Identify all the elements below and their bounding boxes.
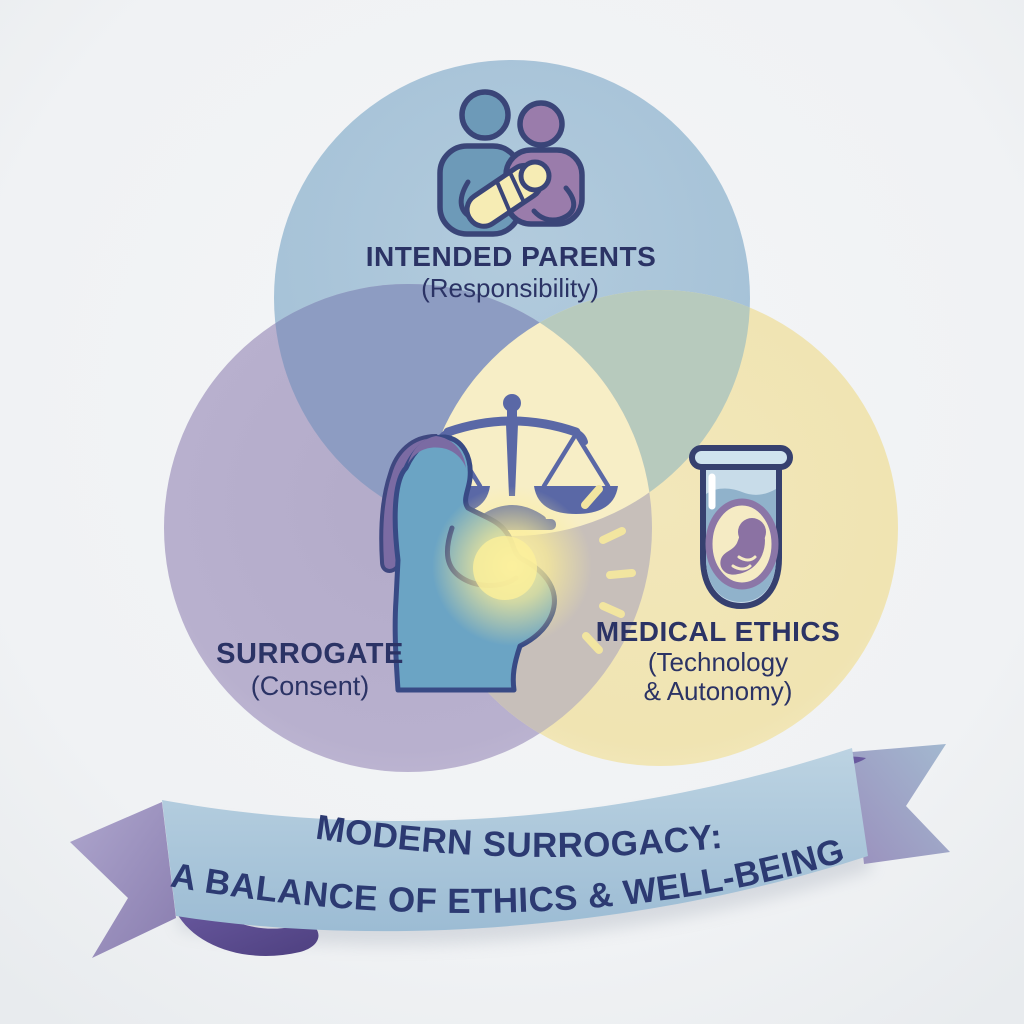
belly-glow-core bbox=[473, 536, 537, 600]
hair-fringe bbox=[408, 436, 466, 468]
overlap-center bbox=[422, 290, 652, 536]
parents-with-baby-icon bbox=[437, 89, 585, 237]
pregnant-woman-icon bbox=[379, 433, 636, 693]
fetus-limb-lines bbox=[731, 555, 757, 571]
sublabel-medical-ethics-2: & Autonomy) bbox=[644, 676, 793, 706]
ribbon-tail-right bbox=[852, 744, 950, 864]
ribbon-band bbox=[162, 748, 868, 932]
label-medical-ethics: MEDICAL ETHICS bbox=[596, 616, 841, 647]
ribbon-banner: MODERN SURROGACY: A BALANCE OF ETHICS & … bbox=[70, 744, 950, 958]
label-intended-parents: INTENDED PARENTS bbox=[366, 241, 657, 272]
ribbon-tail-left bbox=[70, 802, 176, 958]
tube-rim bbox=[689, 445, 793, 470]
label-surrogate: SURROGATE bbox=[216, 638, 404, 670]
test-tube-with-fetus-icon bbox=[689, 445, 793, 610]
fetus bbox=[720, 518, 766, 575]
glow-rays bbox=[581, 485, 636, 654]
sublabel-medical-ethics-1: (Technology bbox=[648, 647, 788, 677]
sublabel-surrogate: (Consent) bbox=[251, 671, 370, 701]
sublabel-intended-parents: (Responsibility) bbox=[421, 273, 599, 303]
